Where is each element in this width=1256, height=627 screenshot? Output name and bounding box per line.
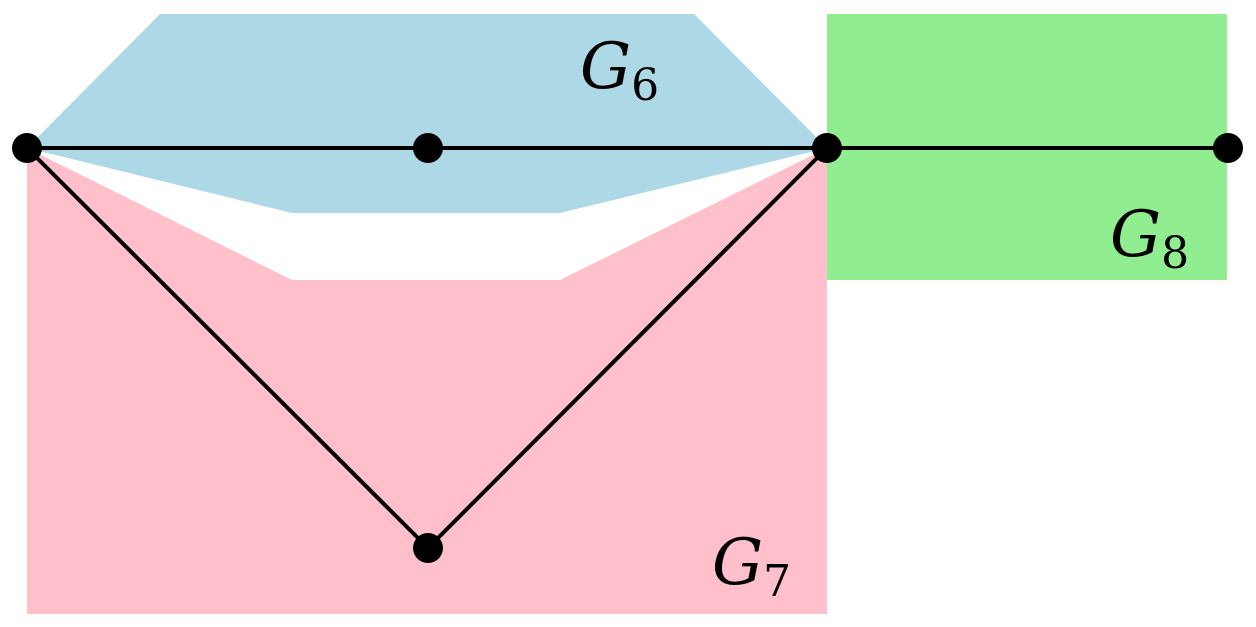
vertex-1: [12, 133, 42, 163]
edge-v1-v5: [25, 146, 430, 550]
label-g6: G6: [580, 30, 659, 111]
vertex-5: [413, 533, 443, 563]
vertex-2: [413, 133, 443, 163]
label-g8-letter: G: [1110, 198, 1161, 272]
label-g8: G8: [1110, 198, 1189, 279]
label-g7-letter: G: [712, 526, 763, 600]
label-g6-subscript: 6: [631, 60, 659, 111]
label-g8-subscript: 8: [1161, 228, 1189, 279]
vertex-4: [1213, 133, 1243, 163]
label-g7-subscript: 7: [763, 556, 791, 607]
region-g7: [27, 148, 827, 614]
label-g6-letter: G: [580, 30, 631, 104]
edge-v5-v3: [426, 146, 829, 550]
vertex-3: [812, 133, 842, 163]
region-g6: [27, 14, 827, 213]
label-g7: G7: [712, 526, 791, 607]
